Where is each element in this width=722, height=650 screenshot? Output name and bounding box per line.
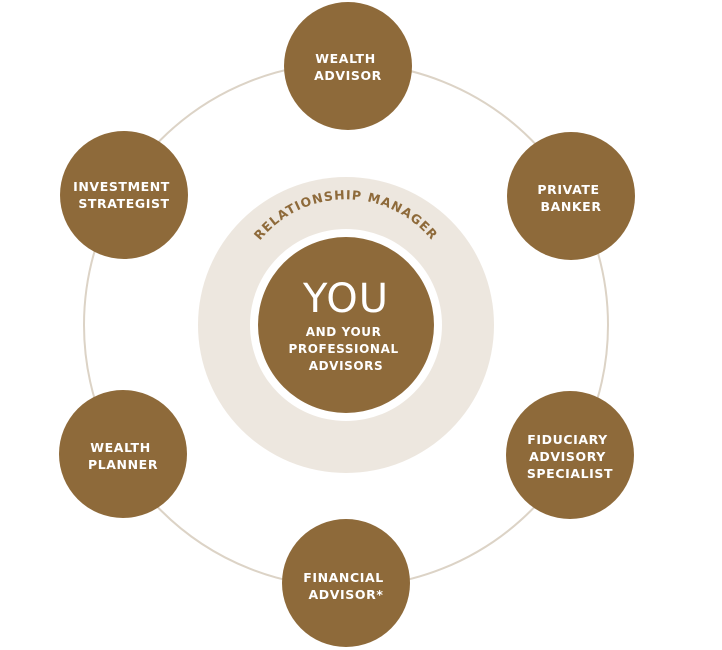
node-circle (59, 390, 187, 518)
center-subtitle-line: PROFESSIONAL (288, 342, 398, 356)
node-fiduciary-advisory-specialist: FIDUCIARY ADVISORY SPECIALIST (506, 391, 634, 519)
node-label-line: ADVISOR* (309, 587, 384, 602)
node-label-line: PLANNER (88, 457, 158, 472)
node-label-line: ADVISOR (314, 68, 382, 83)
node-circle (282, 519, 410, 647)
node-label-line: PRIVATE (537, 182, 599, 197)
node-label-line: FINANCIAL (303, 570, 384, 585)
node-label-line: BANKER (540, 199, 601, 214)
node-label-line: SPECIALIST (527, 466, 613, 481)
node-label-line: STRATEGIST (78, 196, 169, 211)
center-title: YOU (302, 276, 389, 322)
node-circle (60, 131, 188, 259)
center-subtitle-line: ADVISORS (309, 359, 384, 373)
center-subtitle: AND YOUR PROFESSIONAL ADVISORS (288, 325, 403, 373)
node-label: WEALTH ADVISOR (314, 51, 382, 83)
node-investment-strategist: INVESTMENT STRATEGIST (60, 131, 188, 259)
node-financial-advisor: FINANCIAL ADVISOR* (282, 519, 410, 647)
node-circle (506, 391, 634, 519)
node-wealth-advisor: WEALTH ADVISOR (284, 2, 412, 130)
node-label: FINANCIAL ADVISOR* (303, 570, 389, 602)
node-label-line: INVESTMENT (73, 179, 170, 194)
node-label: INVESTMENT STRATEGIST (73, 179, 175, 211)
node-label-line: FIDUCIARY (527, 432, 608, 447)
node-label: FIDUCIARY ADVISORY SPECIALIST (527, 432, 613, 481)
node-label: WEALTH PLANNER (88, 440, 158, 472)
node-label: PRIVATE BANKER (537, 182, 604, 214)
node-label-line: WEALTH (315, 51, 376, 66)
node-private-banker: PRIVATE BANKER (507, 132, 635, 260)
node-circle (284, 2, 412, 130)
center-subtitle-line: AND YOUR (306, 325, 382, 339)
node-label-line: WEALTH (90, 440, 151, 455)
node-wealth-planner: WEALTH PLANNER (59, 390, 187, 518)
node-label-line: ADVISORY (529, 449, 606, 464)
center-you-circle (258, 237, 434, 413)
node-circle (507, 132, 635, 260)
